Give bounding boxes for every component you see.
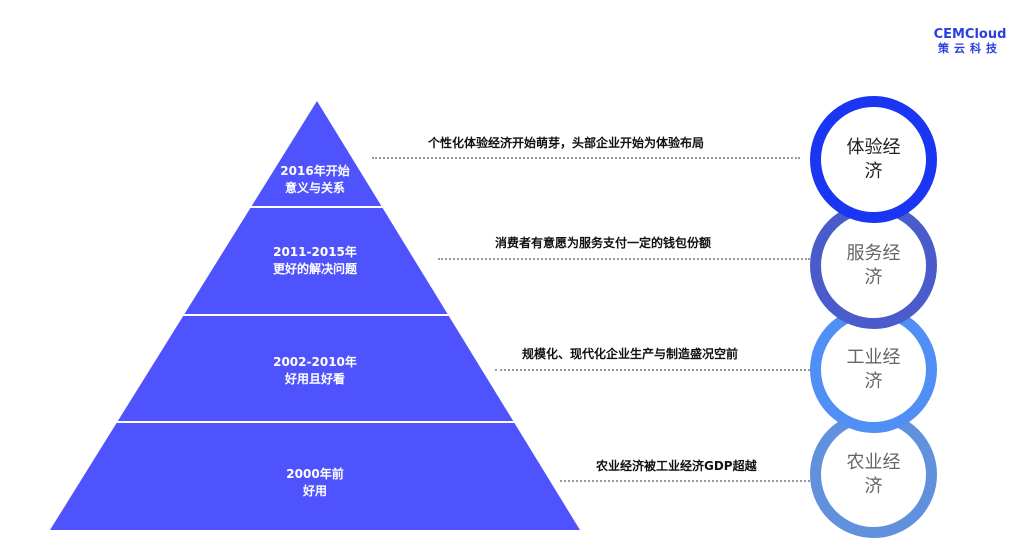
dotted-connector (495, 369, 810, 371)
circle-experience-economy: 体验经济 (810, 96, 937, 223)
logo-text: CEMCloud (933, 27, 1007, 42)
pyramid-level-1: 2016年开始 意义与关系 (215, 163, 415, 197)
level-period: 2002-2010年 (273, 355, 357, 369)
description-2: 消费者有意愿为服务支付一定的钱包份额 (495, 236, 712, 250)
level-desc: 更好的解决问题 (272, 262, 357, 276)
description-1: 个性化体验经济开始萌芽，头部企业开始为体验布局 (428, 136, 705, 150)
circle-service-economy: 服务经济 (810, 202, 937, 329)
description-4: 农业经济被工业经济GDP超越 (596, 459, 757, 473)
level-period: 2016年开始 (280, 164, 350, 178)
description-3: 规模化、现代化企业生产与制造盛况空前 (522, 347, 739, 361)
dotted-connector (438, 258, 810, 260)
logo-subtext: 策云科技 (938, 42, 1002, 55)
circle-label: 农业经济 (846, 451, 901, 497)
circle-label: 服务经济 (846, 242, 901, 288)
circle-label: 工业经济 (846, 346, 901, 392)
dotted-connector (560, 480, 810, 482)
level-desc: 好用 (302, 484, 327, 498)
logo: CEMCloud 策云科技 (930, 27, 1010, 56)
pyramid-level-4: 2000年前 好用 (215, 466, 415, 500)
level-desc: 好用且好看 (284, 372, 345, 386)
level-period: 2011-2015年 (273, 245, 357, 259)
dotted-connector (372, 157, 800, 159)
circle-label: 体验经济 (846, 136, 901, 182)
level-period: 2000年前 (286, 467, 344, 481)
pyramid-level-3: 2002-2010年 好用且好看 (215, 354, 415, 388)
level-desc: 意义与关系 (284, 181, 345, 195)
pyramid-level-2: 2011-2015年 更好的解决问题 (215, 244, 415, 278)
